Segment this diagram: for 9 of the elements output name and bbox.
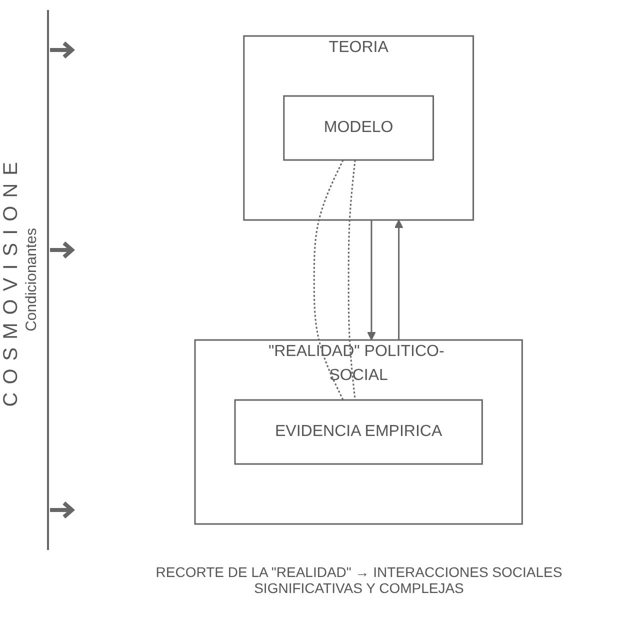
arrow [394, 220, 404, 340]
arrow [367, 220, 376, 340]
connector [314, 160, 344, 400]
axis-subtitle: Condicionantes [23, 228, 40, 332]
node-box: EVIDENCIA EMPIRICA [234, 399, 484, 465]
connector [348, 160, 356, 400]
node-box: MODELO [284, 95, 434, 161]
axis-title: COSMOVISIONE [0, 154, 23, 406]
caption: RECORTE DE LA "REALIDAD" → INTERACCIONES SOCIALES SIGNIFICATIVAS Y COMPLEJAS [154, 563, 564, 596]
